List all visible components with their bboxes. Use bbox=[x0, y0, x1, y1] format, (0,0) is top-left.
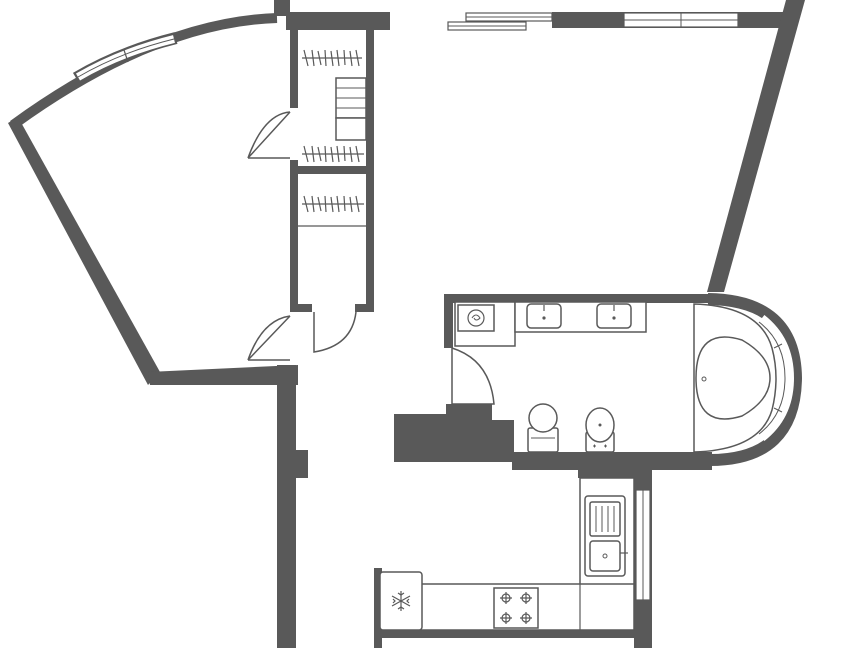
kitchen-fixtures bbox=[379, 477, 635, 631]
kitchen-bottom-wall bbox=[374, 630, 636, 638]
bedroom-window-glass bbox=[75, 35, 175, 81]
doors bbox=[247, 111, 495, 405]
bath-left-wall bbox=[444, 294, 453, 348]
hall-closet-bottom-right bbox=[355, 304, 374, 312]
washing-machine-icon bbox=[454, 301, 516, 347]
hall-closet-door-bottom bbox=[313, 311, 357, 353]
hanger-rail-1 bbox=[302, 49, 362, 67]
bath-block bbox=[394, 404, 514, 462]
bathtub-icon bbox=[693, 303, 777, 453]
hanger-rail-2 bbox=[302, 145, 364, 163]
bedroom-window-mullion bbox=[123, 49, 129, 63]
bath-window-outer bbox=[763, 313, 796, 443]
bath-curved-wall bbox=[707, 293, 803, 466]
wardrobe-rails bbox=[298, 49, 367, 227]
bath-bottom-wall bbox=[512, 452, 712, 478]
walls bbox=[8, 0, 805, 648]
living-right-wall bbox=[707, 0, 805, 292]
bathroom-fixtures bbox=[454, 301, 777, 453]
wardrobe-shelf-2 bbox=[335, 117, 367, 141]
cooktop-icon bbox=[493, 587, 539, 629]
central-wall-lower bbox=[277, 365, 296, 648]
central-wall-jog bbox=[294, 450, 308, 478]
bath-window-inner bbox=[758, 321, 786, 435]
washbasin-icon bbox=[514, 301, 647, 333]
bath-window-mullion-b bbox=[773, 407, 783, 413]
snowflake-icon bbox=[379, 571, 423, 631]
hanger-rail-3 bbox=[302, 195, 364, 213]
windows bbox=[72, 12, 796, 601]
bedroom-left-wall bbox=[8, 117, 160, 385]
wardrobe-divider bbox=[290, 166, 374, 174]
hall-closet-bottom-left bbox=[290, 304, 312, 312]
bedroom-curved-wall bbox=[10, 13, 278, 130]
kitchen-sink-icon bbox=[584, 495, 628, 577]
top-wall-wardrobe bbox=[286, 12, 390, 30]
bidet-icon bbox=[585, 407, 615, 453]
bath-top-wall bbox=[444, 294, 714, 303]
bedroom-bottom-wall bbox=[148, 365, 298, 385]
bathroom-door bbox=[451, 347, 495, 405]
bath-window-mullion-a bbox=[773, 343, 783, 349]
toilet-icon bbox=[527, 403, 559, 453]
kitchen-left-wall bbox=[374, 568, 382, 648]
wardrobe-wall-left-upper bbox=[290, 28, 298, 108]
bedroom-window-line bbox=[77, 38, 175, 78]
hall-closet-door-left bbox=[247, 315, 291, 361]
wardrobe-wall-left-mid bbox=[290, 160, 298, 308]
bath-window bbox=[759, 314, 795, 442]
wardrobe-door bbox=[247, 111, 291, 159]
